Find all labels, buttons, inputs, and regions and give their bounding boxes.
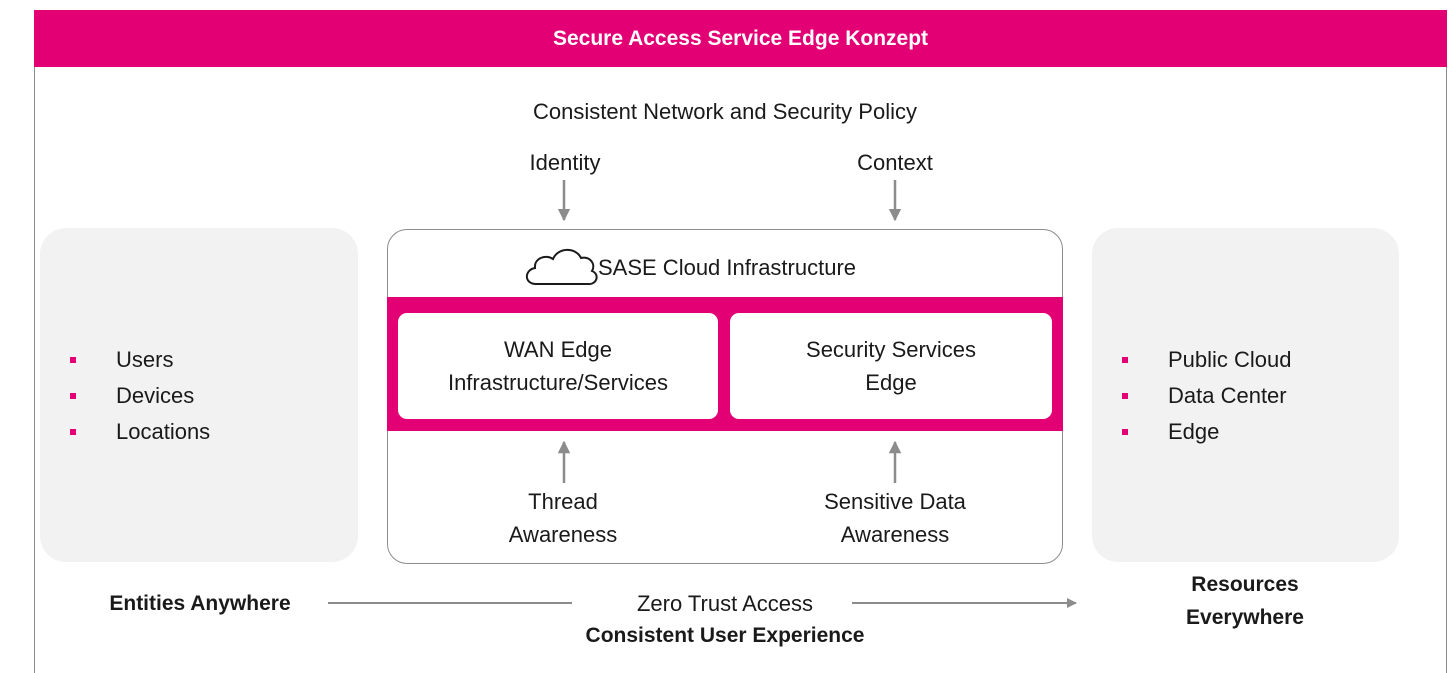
resources-list: Public Cloud Data Center Edge: [1122, 342, 1292, 450]
list-item: Users: [70, 342, 210, 378]
list-item: Public Cloud: [1122, 342, 1292, 378]
list-item: Edge: [1122, 414, 1292, 450]
entities-panel: Users Devices Locations: [40, 228, 358, 562]
cloud-infrastructure-label: SASE Cloud Infrastructure: [598, 255, 857, 280]
resources-panel: Public Cloud Data Center Edge: [1092, 228, 1399, 562]
thread-line1: Thread: [528, 489, 598, 514]
list-item: Locations: [70, 414, 210, 450]
zero-trust-label: Zero Trust Access: [636, 591, 814, 616]
security-edge-box: Security Services Edge: [730, 313, 1052, 419]
security-edge-line2: Edge: [865, 370, 917, 395]
wan-edge-box: WAN Edge Infrastructure/Services: [398, 313, 718, 419]
security-edge-line1: Security Services: [806, 337, 976, 362]
identity-label: Identity: [529, 150, 601, 175]
sensitive-data-awareness-label: Sensitive Data Awareness: [790, 485, 1000, 551]
thread-awareness-label: Thread Awareness: [478, 485, 648, 551]
sensitive-line2: Awareness: [840, 522, 950, 547]
list-item: Data Center: [1122, 378, 1292, 414]
entities-list: Users Devices Locations: [70, 342, 210, 450]
wan-edge-line2: Infrastructure/Services: [447, 370, 669, 395]
resources-line1: Resources: [1191, 573, 1299, 596]
resources-line2: Everywhere: [1186, 606, 1304, 629]
entities-anywhere-label: Entities Anywhere: [109, 592, 291, 615]
diagram-title: Secure Access Service Edge Konzept: [34, 10, 1447, 67]
context-label: Context: [857, 150, 933, 175]
diagram-frame: [34, 10, 1447, 673]
policy-label: Consistent Network and Security Policy: [533, 99, 917, 124]
resources-everywhere-label: Resources Everywhere: [1150, 568, 1340, 634]
sensitive-line1: Sensitive Data: [824, 489, 966, 514]
user-experience-label: Consistent User Experience: [585, 624, 865, 647]
list-item: Devices: [70, 378, 210, 414]
thread-line2: Awareness: [508, 522, 618, 547]
cloud-icon: [525, 248, 598, 286]
wan-edge-line1: WAN Edge: [503, 337, 612, 362]
